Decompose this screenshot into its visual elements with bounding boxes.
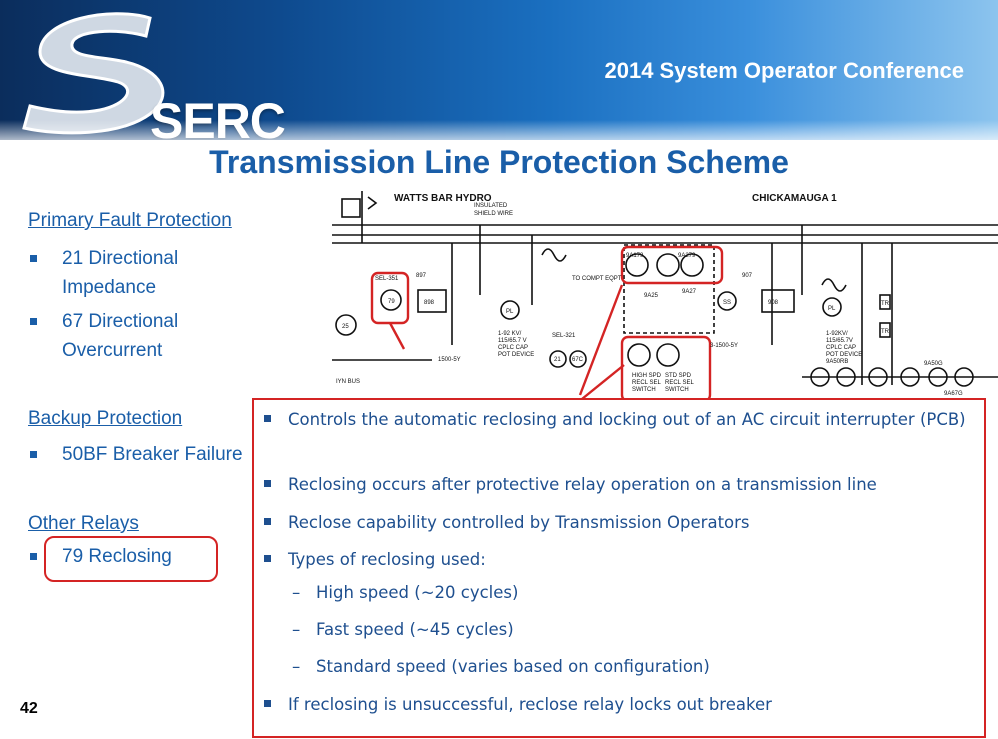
square-bullet-icon: [264, 415, 271, 422]
chickamauga-label: CHICKAMAUGA 1: [752, 193, 837, 204]
primary-protection-heading: Primary Fault Protection: [28, 210, 232, 231]
square-bullet-icon: [30, 318, 37, 325]
svg-text:RECL SEL: RECL SEL: [665, 380, 694, 386]
square-bullet-icon: [264, 518, 271, 525]
svg-text:9A25: 9A25: [644, 293, 659, 299]
one-line-schematic: WATTS BAR HYDRO CHICKAMAUGA 1 INSULATED …: [332, 191, 998, 403]
svg-text:9A50G: 9A50G: [924, 361, 943, 367]
svg-text:1500-5Y: 1500-5Y: [438, 357, 461, 363]
square-bullet-icon: [30, 553, 37, 560]
svg-text:PL: PL: [506, 309, 514, 315]
svg-text:115/65.7 V: 115/65.7 V: [498, 338, 527, 344]
svg-text:STD SPD: STD SPD: [665, 373, 692, 379]
svg-text:9A27: 9A27: [682, 289, 697, 295]
svg-text:25: 25: [342, 324, 349, 330]
svg-text:SWITCH: SWITCH: [632, 387, 656, 393]
slide-title: Transmission Line Protection Scheme: [209, 144, 789, 180]
svg-text:79: 79: [388, 299, 395, 305]
svg-text:TR: TR: [881, 301, 890, 307]
serc-logo-swoosh-icon: [22, 12, 165, 135]
svg-text:9A67G: 9A67G: [944, 391, 963, 397]
svg-text:SEL-351: SEL-351: [375, 276, 399, 282]
backup-protection-heading: Backup Protection: [28, 408, 183, 429]
square-bullet-icon: [264, 700, 271, 707]
list-item: 21 Directional Impedance: [28, 244, 288, 304]
svg-text:POT DEVICE: POT DEVICE: [498, 352, 534, 358]
svg-text:SS: SS: [723, 300, 731, 306]
svg-text:TO COMPT EQPT: TO COMPT EQPT: [572, 276, 622, 282]
svg-text:115/65.7V: 115/65.7V: [826, 338, 853, 344]
square-bullet-icon: [264, 480, 271, 487]
list-item: 79 Reclosing: [28, 542, 288, 572]
reclosing-callout: Controls the automatic reclosing and loc…: [252, 398, 986, 738]
svg-text:1-92 KV/: 1-92 KV/: [498, 331, 522, 337]
svg-text:SWITCH: SWITCH: [665, 387, 689, 393]
svg-text:907: 907: [742, 273, 753, 279]
svg-text:9A279: 9A279: [678, 253, 696, 259]
svg-text:SHIELD WIRE: SHIELD WIRE: [474, 211, 513, 217]
svg-text:SEL-321: SEL-321: [552, 333, 576, 339]
svg-text:CPLC CAP: CPLC CAP: [498, 345, 528, 351]
watts-bar-label: WATTS BAR HYDRO: [394, 193, 492, 204]
svg-text:CPLC CAP: CPLC CAP: [826, 345, 856, 351]
header-banner: SERC 2014 System Operator Conference: [0, 0, 998, 140]
svg-text:IYN BUS: IYN BUS: [336, 379, 360, 385]
svg-text:897: 897: [416, 273, 427, 279]
list-item: 67 Directional Overcurrent: [28, 307, 288, 367]
svg-text:INSULATED: INSULATED: [474, 203, 508, 209]
square-bullet-icon: [30, 451, 37, 458]
svg-text:21: 21: [554, 357, 561, 363]
svg-text:1-92KV/: 1-92KV/: [826, 331, 848, 337]
banner-fade: [0, 120, 998, 150]
svg-text:PL: PL: [828, 306, 836, 312]
svg-text:TR: TR: [881, 329, 890, 335]
svg-text:67C: 67C: [572, 357, 584, 363]
svg-text:908: 908: [768, 300, 779, 306]
page-number: 42: [20, 700, 38, 717]
square-bullet-icon: [30, 255, 37, 262]
other-relays-heading: Other Relays: [28, 513, 139, 534]
conference-title: 2014 System Operator Conference: [604, 58, 965, 83]
reclosing-highlight: [44, 536, 218, 582]
svg-text:9A50RB: 9A50RB: [826, 359, 848, 365]
svg-text:RECL SEL: RECL SEL: [632, 380, 661, 386]
square-bullet-icon: [264, 555, 271, 562]
svg-text:POT DEVICE: POT DEVICE: [826, 352, 862, 358]
list-item: 50BF Breaker Failure: [28, 440, 288, 470]
svg-text:3-1500-5Y: 3-1500-5Y: [710, 343, 738, 349]
svg-text:9A179: 9A179: [626, 253, 644, 259]
svg-text:HIGH SPD: HIGH SPD: [632, 373, 662, 379]
svg-text:898: 898: [424, 300, 435, 306]
